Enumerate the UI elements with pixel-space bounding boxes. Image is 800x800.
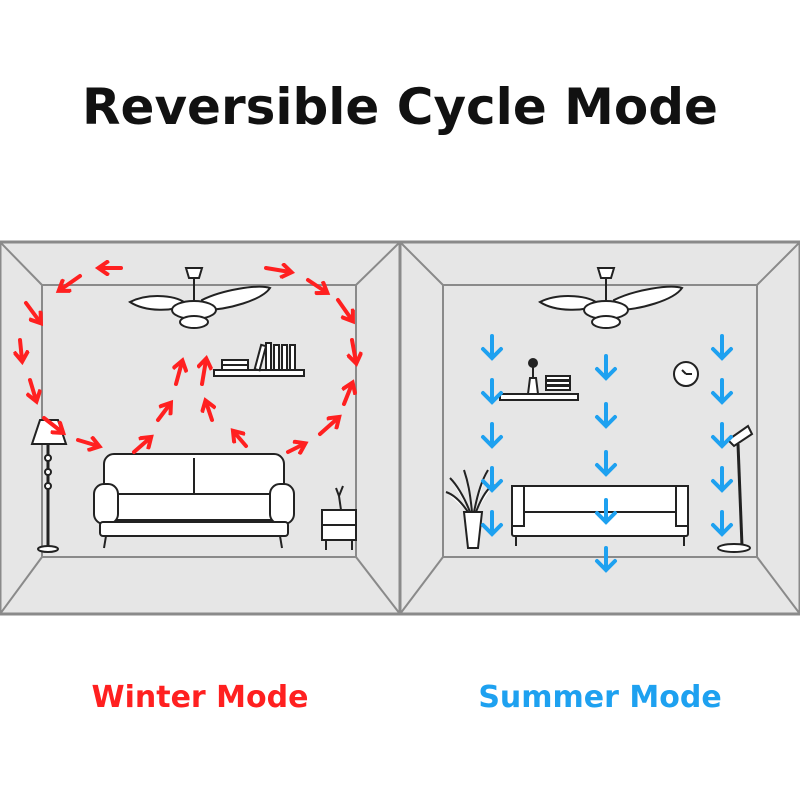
summer-mode-label: Summer Mode: [478, 680, 722, 715]
winter-mode-label: Winter Mode: [91, 680, 309, 715]
blue-arrow-column: [481, 334, 503, 537]
blue-arrow-column: [595, 354, 617, 573]
winter-airflow-arrows: [20, 268, 356, 452]
page-title: Reversible Cycle Mode: [82, 78, 718, 136]
sofa-icon: [511, 485, 689, 546]
wall-clock-icon: [673, 361, 699, 387]
blue-arrow-column: [711, 334, 733, 537]
plant-icon: [445, 469, 495, 549]
arc-floor-lamp-icon: [717, 424, 754, 553]
summer-airflow-arrows: [481, 334, 733, 573]
ceiling-fan-icon: [128, 267, 272, 329]
sofa-icon: [93, 453, 295, 549]
ceiling-fan-icon: [538, 267, 684, 329]
room-right: [398, 240, 800, 616]
nightstand-icon: [321, 485, 357, 550]
shelf-vase-icon: [499, 358, 579, 401]
bookshelf-icon: [213, 342, 305, 377]
